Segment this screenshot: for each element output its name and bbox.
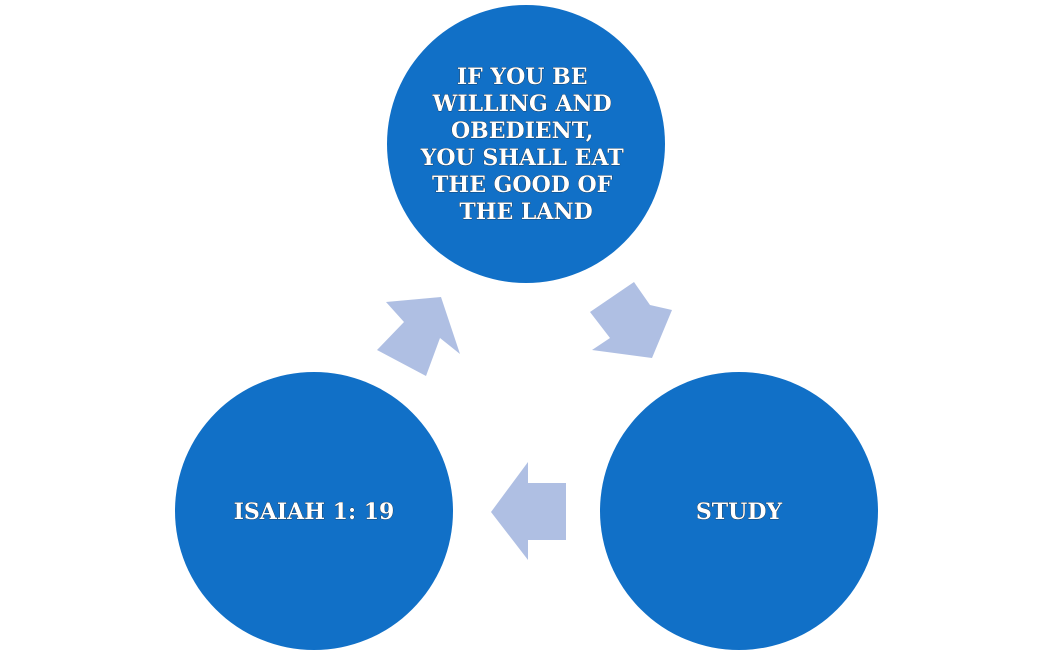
arrow-left-to-top xyxy=(377,297,460,376)
node-label-top: IF YOU BE WILLING AND OBEDIENT, YOU SHAL… xyxy=(420,64,632,225)
arrow-top-to-right xyxy=(590,282,672,358)
node-top: IF YOU BE WILLING AND OBEDIENT, YOU SHAL… xyxy=(387,5,665,283)
node-line: IF YOU BE xyxy=(457,64,588,90)
node-line: THE GOOD OF xyxy=(432,172,613,198)
node-line: ISAIAH 1: 19 xyxy=(234,499,395,525)
node-circle-top xyxy=(387,5,665,283)
node-line: YOU SHALL EAT xyxy=(420,145,625,171)
node-line: STUDY xyxy=(696,499,783,525)
node-line: THE LAND xyxy=(459,199,592,225)
node-right: STUDY xyxy=(600,372,878,650)
arrow-right-to-left xyxy=(491,462,566,560)
node-circle-left xyxy=(175,372,453,650)
node-circle-right xyxy=(600,372,878,650)
node-label-right: STUDY xyxy=(696,499,783,525)
node-line: OBEDIENT, xyxy=(451,118,593,144)
node-left: ISAIAH 1: 19 xyxy=(175,372,453,650)
node-line: WILLING AND xyxy=(432,91,612,117)
node-label-left: ISAIAH 1: 19 xyxy=(234,499,395,525)
